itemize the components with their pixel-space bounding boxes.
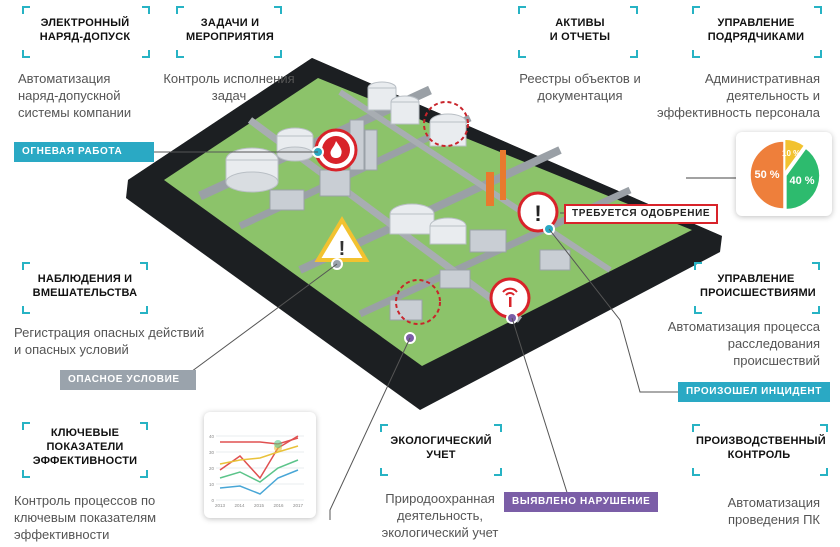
bracket-decoration bbox=[142, 6, 150, 14]
kpi-x-tick: 2016 bbox=[273, 503, 284, 508]
bracket-decoration bbox=[22, 50, 30, 58]
kpi-line-blue bbox=[219, 469, 299, 495]
warning-triangle-icon: ! bbox=[314, 216, 370, 270]
bracket-decoration bbox=[140, 422, 148, 430]
bracket-decoration bbox=[692, 6, 700, 14]
kpi-line-green bbox=[219, 459, 299, 483]
pie-slice-label: 10 % bbox=[782, 149, 800, 158]
bracket-decoration bbox=[518, 50, 526, 58]
bracket-decoration bbox=[176, 6, 184, 14]
pie-slice bbox=[749, 140, 785, 210]
bracket-decoration bbox=[820, 424, 828, 432]
kpi-y-tick: 20 bbox=[209, 466, 215, 471]
pie-chart: 50 % 10 % 40 % bbox=[749, 138, 821, 211]
bracket-decoration bbox=[630, 6, 638, 14]
approval-marker-icon: ! bbox=[517, 191, 559, 235]
kpi-x-tick: 2015 bbox=[254, 503, 265, 508]
bracket-decoration bbox=[274, 6, 282, 14]
pie-slice bbox=[785, 147, 821, 211]
tag-incident: ПРОИЗОШЕЛ ИНЦИДЕНТ bbox=[678, 382, 830, 402]
bracket-decoration bbox=[380, 468, 388, 476]
bracket-decoration bbox=[494, 424, 502, 432]
bracket-decoration bbox=[694, 262, 702, 270]
kpi-x-tick: 2017 bbox=[293, 503, 304, 508]
bracket-decoration bbox=[140, 470, 148, 478]
bracket-decoration bbox=[140, 262, 148, 270]
kpi-x-tick: 2013 bbox=[215, 503, 226, 508]
bracket-decoration bbox=[692, 424, 700, 432]
svg-text:!: ! bbox=[534, 201, 541, 226]
kpi-line-yellow bbox=[219, 445, 299, 465]
bracket-decoration bbox=[176, 50, 184, 58]
kpi-y-tick: 40 bbox=[209, 434, 215, 439]
bracket-decoration bbox=[812, 262, 820, 270]
bracket-decoration bbox=[814, 50, 822, 58]
bracket-decoration bbox=[22, 306, 30, 314]
pie-chart-card: 50 % 10 % 40 % bbox=[736, 132, 832, 216]
signal-marker-icon bbox=[489, 277, 531, 324]
bracket-decoration bbox=[22, 422, 30, 430]
bracket-decoration bbox=[812, 306, 820, 314]
kpi-line-red bbox=[220, 437, 299, 445]
kpi-y-tick: 0 bbox=[211, 498, 214, 503]
bracket-decoration bbox=[692, 50, 700, 58]
bracket-decoration bbox=[494, 468, 502, 476]
bracket-decoration bbox=[820, 468, 828, 476]
bracket-decoration bbox=[274, 50, 282, 58]
tag-fire-work: ОГНЕВАЯ РАБОТА bbox=[14, 142, 154, 162]
bracket-decoration bbox=[22, 470, 30, 478]
tag-violation: ВЫЯВЛЕНО НАРУШЕНИЕ bbox=[504, 492, 659, 512]
pie-slice-label: 50 % bbox=[754, 169, 779, 181]
bracket-decoration bbox=[692, 468, 700, 476]
svg-text:!: ! bbox=[339, 238, 346, 260]
bracket-decoration bbox=[694, 306, 702, 314]
fire-marker-icon bbox=[312, 128, 358, 172]
kpi-x-tick: 2014 bbox=[234, 503, 245, 508]
tag-approval-required: ТРЕБУЕТСЯ ОДОБРЕНИЕ bbox=[564, 204, 719, 224]
bracket-decoration bbox=[380, 424, 388, 432]
bracket-decoration bbox=[630, 50, 638, 58]
bracket-decoration bbox=[518, 6, 526, 14]
pie-slice bbox=[783, 138, 806, 176]
pie-slice-label: 40 % bbox=[790, 175, 815, 187]
kpi-y-tick: 30 bbox=[209, 450, 215, 455]
bracket-decoration bbox=[140, 306, 148, 314]
kpi-y-tick: 10 bbox=[209, 482, 215, 487]
bracket-decoration bbox=[814, 6, 822, 14]
bracket-decoration bbox=[22, 6, 30, 14]
bracket-decoration bbox=[22, 262, 30, 270]
bracket-decoration bbox=[142, 50, 150, 58]
tag-hazard-condition: ОПАСНОЕ УСЛОВИЕ bbox=[60, 370, 196, 390]
